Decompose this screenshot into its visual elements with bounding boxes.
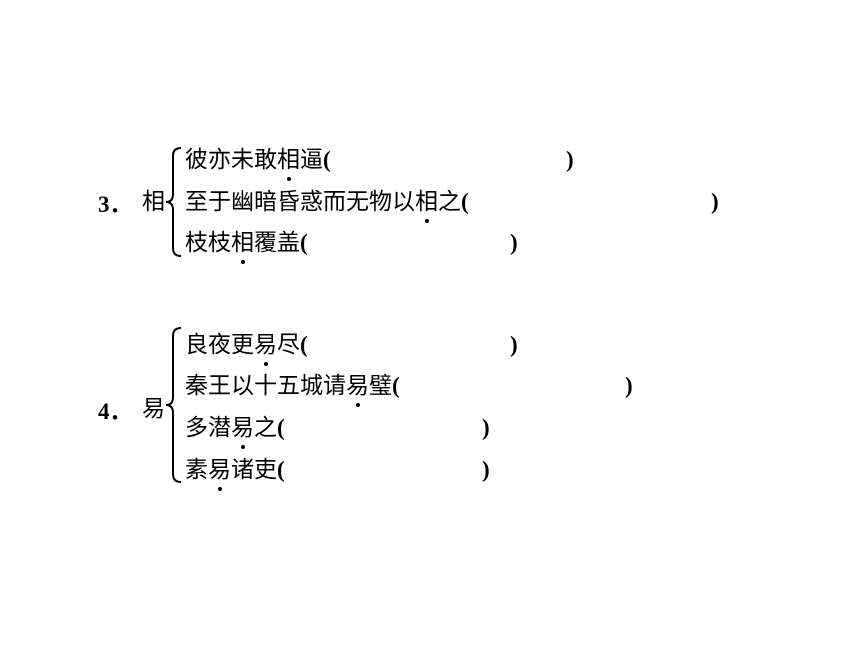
open-paren: ( [300, 230, 308, 255]
emphasized-character: 相 [231, 230, 254, 256]
sentence-line: 秦王以十五城请易璧( [185, 374, 400, 398]
emphasized-character: 易 [346, 373, 369, 399]
sentence-line: 枝枝相覆盖( [185, 231, 308, 255]
sentence-text: 秦王以十五城请易璧( [185, 373, 400, 399]
question-number: 4． [98, 399, 133, 424]
sentence-text: 枝枝相覆盖( [185, 230, 308, 256]
sentence-text: 素易诸吏( [185, 457, 285, 483]
sentence-text: 彼亦未敢相逼( [185, 147, 331, 173]
sentence-text: 多潜易之( [185, 415, 285, 441]
close-paren: ) [625, 373, 633, 398]
left-brace [165, 327, 182, 483]
sentence-line: 素易诸吏( [185, 458, 285, 482]
sentence-line: 多潜易之( [185, 416, 285, 440]
emphasized-character: 易 [208, 457, 231, 483]
open-paren: ( [461, 189, 469, 214]
open-paren: ( [300, 332, 308, 357]
close-paren: ) [482, 457, 490, 482]
sentence-line: 至于幽暗昏惑而无物以相之( [185, 190, 469, 214]
close-paren: ) [711, 189, 719, 214]
emphasized-character: 相 [415, 189, 438, 215]
question-number: 3． [98, 192, 133, 217]
sentence-line: 彼亦未敢相逼( [185, 148, 331, 172]
head-character: 相 [142, 189, 165, 215]
left-brace [165, 147, 182, 257]
emphasized-character: 易 [254, 332, 277, 358]
open-paren: ( [323, 147, 331, 172]
sentence-line: 良夜更易尽( [185, 333, 308, 357]
sentence-text: 至于幽暗昏惑而无物以相之( [185, 189, 469, 215]
close-paren: ) [566, 147, 574, 172]
emphasized-character: 相 [277, 147, 300, 173]
open-paren: ( [392, 373, 400, 398]
close-paren: ) [510, 230, 518, 255]
sentence-text: 良夜更易尽( [185, 332, 308, 358]
close-paren: ) [482, 415, 490, 440]
close-paren: ) [510, 332, 518, 357]
open-paren: ( [277, 415, 285, 440]
open-paren: ( [277, 457, 285, 482]
emphasized-character: 易 [231, 415, 254, 441]
head-character: 易 [142, 396, 165, 422]
